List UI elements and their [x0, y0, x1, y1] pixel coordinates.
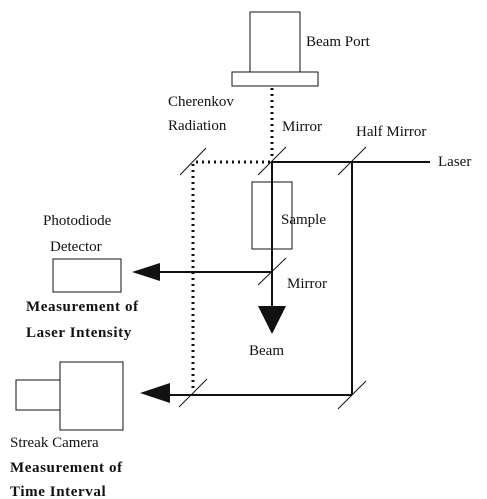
mirror-bottom-right	[337, 380, 367, 410]
label-measurement-laser-line2: Laser Intensity	[26, 325, 132, 341]
mirror-cherenkov-left	[179, 147, 207, 176]
beam-arrowhead	[258, 306, 286, 334]
label-beam-port: Beam Port	[306, 34, 371, 50]
mirror-top	[257, 146, 287, 176]
label-cherenkov-line2: Radiation	[168, 118, 227, 134]
label-streak-camera: Streak Camera	[10, 435, 99, 451]
half-mirror	[337, 146, 367, 176]
label-mirror-lower: Mirror	[287, 276, 327, 292]
streak-camera-lens	[15, 379, 61, 411]
mirror-streak	[178, 378, 208, 408]
label-mirror-top: Mirror	[282, 119, 322, 135]
photodiode-arrowhead	[132, 263, 160, 281]
label-measurement-time-line1: Measurement of	[10, 460, 123, 476]
streak-camera-arrowhead	[140, 383, 170, 403]
beam-port-flange	[231, 71, 319, 87]
label-beam: Beam	[249, 343, 284, 359]
label-half-mirror: Half Mirror	[356, 124, 426, 140]
label-sample: Sample	[281, 212, 326, 228]
mirror-lower	[257, 257, 287, 286]
photodiode-detector	[52, 258, 122, 293]
label-measurement-laser-line1: Measurement of	[26, 299, 139, 315]
streak-camera-body	[59, 361, 124, 431]
streak-camera	[15, 361, 124, 431]
label-photodiode-line1: Photodiode	[43, 213, 112, 229]
label-laser: Laser	[438, 154, 471, 170]
beam-port	[231, 11, 319, 87]
label-cherenkov-line1: Cherenkov	[168, 94, 234, 110]
label-measurement-time-line2: Time Interval	[10, 484, 106, 499]
beam-port-body	[249, 11, 301, 73]
label-photodiode-line2: Detector	[50, 239, 102, 255]
